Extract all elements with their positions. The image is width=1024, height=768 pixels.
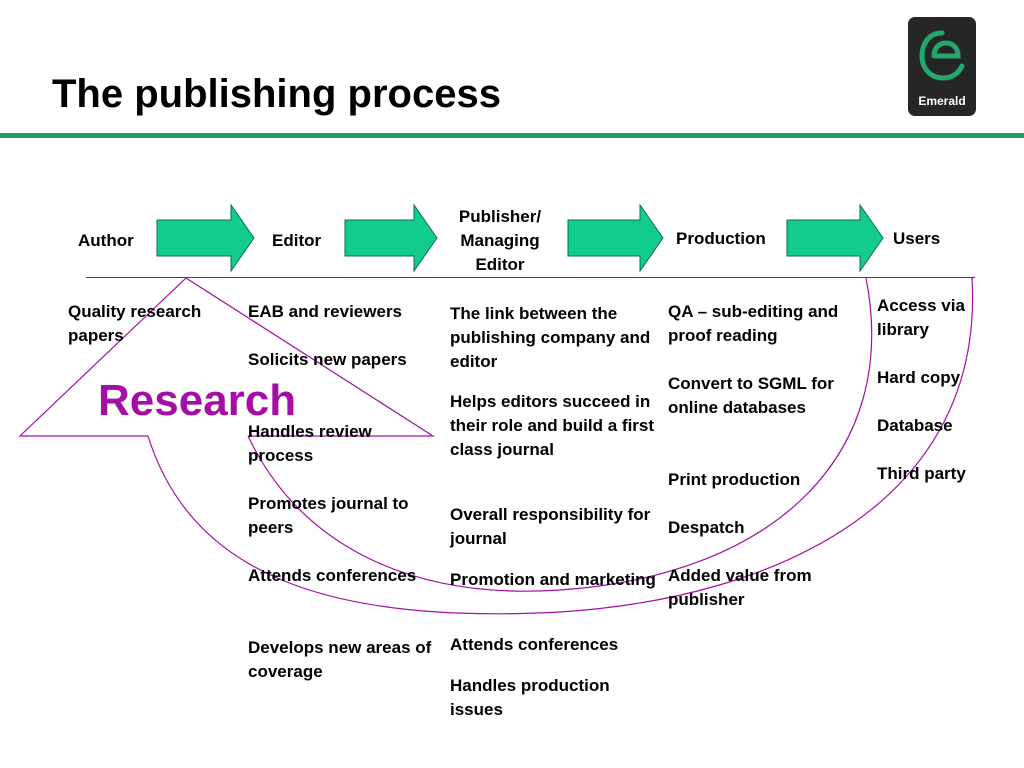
stage-users: Users <box>893 229 941 248</box>
stage-publisher: Publisher/ Managing Editor <box>448 205 552 277</box>
emerald-swirl-icon <box>919 30 965 81</box>
production-item: Despatch <box>668 518 745 537</box>
users-item: Hard copy <box>877 368 961 387</box>
title-underline <box>0 133 1024 138</box>
logo-label: Emerald <box>918 94 966 108</box>
users-item: Database <box>877 416 953 435</box>
emerald-logo: Emerald <box>908 17 976 116</box>
stage-production: Production <box>676 229 766 248</box>
research-loop-outer <box>147 276 976 615</box>
publisher-item: Handles production issues <box>450 676 610 719</box>
author-item: Quality research papers <box>68 302 202 345</box>
stage-author: Author <box>78 231 134 250</box>
research-arrowhead <box>18 277 436 437</box>
publisher-item: Attends conferences <box>450 635 619 654</box>
author-column: Quality research papers <box>68 300 243 348</box>
stage-editor: Editor <box>272 231 322 250</box>
editor-item: Handles review process <box>248 422 372 465</box>
users-item: Third party <box>877 464 966 483</box>
arrow-editor-publisher <box>344 203 438 273</box>
page-title: The publishing process <box>52 72 501 116</box>
users-item: Access via library <box>877 296 965 339</box>
publisher-item: Overall responsibility for journal <box>450 505 651 548</box>
research-label: Research <box>98 376 297 425</box>
publisher-item: The link between the publishing company … <box>450 304 651 371</box>
editor-item: Promotes journal to peers <box>248 494 409 537</box>
editor-column: EAB and reviewers Solicits new papers Ha… <box>248 300 438 684</box>
publisher-column: The link between the publishing company … <box>450 302 660 722</box>
editor-item: Attends conferences <box>248 566 417 585</box>
stage-publisher-line2: Managing <box>460 231 540 250</box>
production-column: QA – sub-editing and proof reading Conve… <box>668 300 848 612</box>
publisher-item: Promotion and marketing <box>450 570 656 589</box>
arrow-author-editor <box>156 203 255 273</box>
production-item: Convert to SGML for online databases <box>668 374 834 417</box>
research-loop-inner <box>247 277 873 592</box>
publisher-item: Helps editors succeed in their role and … <box>450 392 655 459</box>
production-item: QA – sub-editing and proof reading <box>668 302 839 345</box>
editor-item: Develops new areas of coverage <box>248 638 432 681</box>
production-item: Added value from publisher <box>668 566 812 609</box>
arrow-publisher-production <box>567 203 664 273</box>
arrow-production-users <box>786 203 884 273</box>
editor-item: Solicits new papers <box>248 350 407 369</box>
users-column: Access via library Hard copy Database Th… <box>877 294 997 486</box>
stage-publisher-line1: Publisher/ <box>458 207 542 226</box>
editor-item: EAB and reviewers <box>248 302 403 321</box>
stage-baseline <box>86 277 974 278</box>
production-item: Print production <box>668 470 801 489</box>
stage-publisher-line3: Editor <box>475 255 525 274</box>
